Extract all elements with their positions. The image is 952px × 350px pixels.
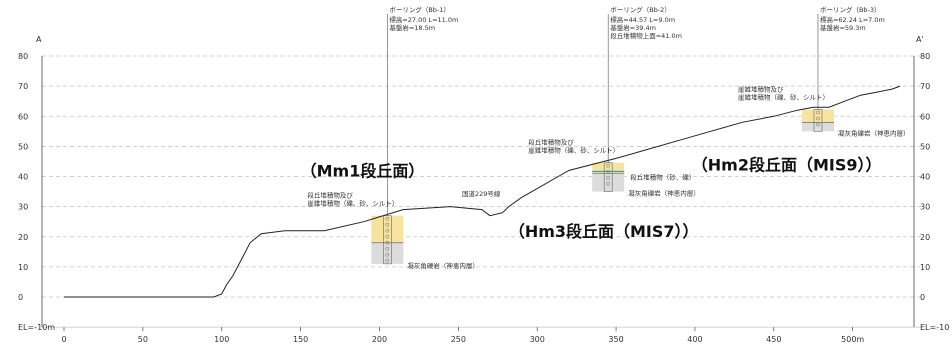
x-tick-label-2: 100 (214, 335, 229, 344)
y-tick-right-1: 70 (920, 82, 930, 91)
rock-label-1: 凝灰角礫岩（神恵内層） (407, 261, 479, 270)
borehole-line2-3: 基盤岩=59.3m (820, 23, 866, 32)
core-mark-2-0 (606, 163, 611, 168)
terrace-label-2: （Hm3段丘面（MIS7）） (509, 222, 699, 241)
rock-label-3: 凝灰角礫岩（神恵内層） (838, 128, 910, 137)
core-mark-3-1 (816, 116, 820, 121)
section-end-label-right: A' (916, 35, 924, 44)
y-tick-right-5: 30 (920, 203, 930, 212)
y-tick-right-9: EL=-10 (920, 323, 949, 332)
bedrock-2 (592, 173, 625, 192)
y-tick-right-2: 60 (920, 112, 930, 121)
ground-profile-line (64, 85, 901, 298)
core-mark-3-0 (816, 110, 820, 115)
x-tick-label-10: 500m (841, 335, 864, 344)
core-mark-1-7 (385, 258, 390, 263)
grid-lines (41, 55, 922, 328)
x-tick-label-0: 0 (61, 335, 66, 344)
mid-label-2: 段丘堆積物（砂、礫） (630, 172, 695, 181)
y-tick-right-3: 50 (920, 142, 930, 151)
x-tick-label-9: 450 (766, 335, 781, 344)
section-end-label-left: A (36, 35, 42, 44)
x-tick-label-8: 400 (687, 335, 702, 344)
core-mark-1-1 (385, 222, 390, 227)
terrace-deposit-2 (592, 162, 625, 174)
x-tick-label-5: 250 (451, 335, 466, 344)
y-tick-left-5: 30 (18, 203, 28, 212)
x-tick-label-6: 300 (530, 335, 545, 344)
borehole-line1-1: 標高=27.00 L=11.0m (389, 15, 458, 24)
core-mark-1-5 (385, 246, 390, 251)
x-tick-label-4: 200 (372, 335, 387, 344)
core-mark-1-3 (385, 234, 390, 239)
core-mark-3-2 (816, 122, 820, 127)
y-tick-left-2: 60 (18, 112, 28, 121)
terrace-deposit-3 (801, 109, 834, 123)
terrace-label-3: （Hm2段丘面（MIS9）） (692, 155, 882, 174)
y-tick-left-0: 80 (18, 52, 28, 61)
layer-label-b-3: 崖錐堆積物（礫、砂、シルト） (738, 93, 829, 102)
borehole-line3-2: 段丘堆積物上面=41.0m (610, 31, 682, 40)
terrace-label-1: （Mm1段丘面） (301, 162, 425, 181)
borehole-line2-2: 基盤岩=39.4m (610, 23, 656, 32)
y-tick-right-8: 0 (920, 293, 925, 302)
y-tick-left-8: 0 (18, 293, 23, 302)
y-tick-left-4: 40 (18, 173, 28, 182)
y-tick-left-3: 50 (18, 142, 28, 151)
borehole-title-3: ボーリング（Bb-3） (820, 5, 881, 14)
x-axis: 0 50 100 150 200 250 300 350 400 450 500m (61, 327, 864, 344)
road-annotation: 国道229号線 (462, 189, 501, 198)
layer-label-a-2: 段丘堆積物及び (528, 138, 574, 147)
borehole-title-1: ボーリング（Bb-1） (389, 5, 450, 14)
bedrock-1 (371, 242, 404, 264)
x-tick-label-7: 350 (608, 335, 623, 344)
layer-label-a-1: 段丘堆積物及び (307, 191, 353, 200)
y-tick-left-9: EL=-10m (18, 323, 55, 332)
y-tick-left-1: 70 (18, 82, 28, 91)
rock-label-2: 凝灰角礫岩（神恵内層） (628, 189, 700, 198)
layer-label-b-2: 崖錐堆積物（礫、砂、シルト） (528, 146, 619, 155)
layer-label-b-1: 崖錐堆積物（礫、砂、シルト） (307, 199, 398, 208)
core-mark-2-3 (606, 181, 611, 186)
x-tick-label-1: 50 (138, 335, 148, 344)
core-mark-1-4 (385, 240, 390, 245)
y-tick-left-7: 10 (18, 263, 28, 272)
y-tick-right-4: 40 (920, 173, 930, 182)
bedrock-3 (801, 122, 834, 132)
core-mark-1-2 (385, 228, 390, 233)
y-axis: 80 80 70 70 60 60 50 50 40 40 30 30 20 20 10 10 0 0EL=-10… (18, 52, 949, 332)
borehole-line2-1: 基盤岩=18.5m (389, 23, 435, 32)
y-tick-right-7: 10 (920, 263, 930, 272)
y-tick-left-6: 20 (18, 233, 28, 242)
borehole-line1-2: 標高=44.57 L=9.0m (610, 15, 675, 24)
core-mark-2-2 (606, 175, 611, 180)
borehole-line1-3: 標高=62.24 L=7.0m (820, 15, 885, 24)
x-tick-label-3: 150 (293, 335, 308, 344)
core-mark-1-6 (385, 252, 390, 257)
y-tick-right-0: 80 (920, 52, 930, 61)
y-tick-right-6: 20 (920, 233, 930, 242)
core-mark-1-0 (385, 216, 390, 221)
borehole-title-2: ボーリング（Bb-2） (610, 5, 671, 14)
terrace-labels: （Mm1段丘面） （Hm3段丘面（MIS7）） （Hm2段丘面（MIS9）） (301, 155, 882, 240)
layer-label-a-3: 崖錐堆積物及び (738, 85, 784, 94)
